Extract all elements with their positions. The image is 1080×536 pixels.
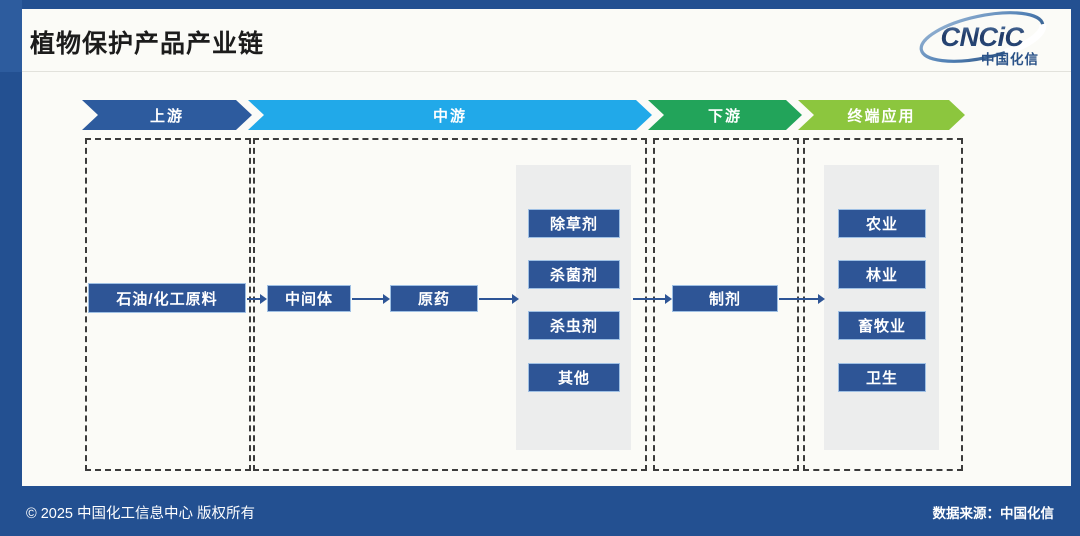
process-box-formulation[interactable]: 制剂 (672, 285, 778, 312)
arrow-shaft (479, 298, 512, 300)
product-type-box-1[interactable]: 杀菌剂 (528, 260, 620, 289)
product-type-box-0[interactable]: 除草剂 (528, 209, 620, 238)
header-band (22, 9, 1071, 72)
arrow-head-icon (818, 294, 825, 304)
process-box-label: 杀菌剂 (549, 267, 598, 284)
process-box-label: 原药 (417, 291, 450, 308)
arrow-head-icon (512, 294, 519, 304)
stage-banner-label: 中游 (432, 107, 467, 125)
application-box-2[interactable]: 畜牧业 (838, 311, 926, 340)
process-box-label: 其他 (557, 370, 590, 387)
application-box-3[interactable]: 卫生 (838, 363, 926, 392)
lane-upstream (85, 138, 251, 471)
stage-banner-label: 下游 (707, 107, 742, 125)
footer: © 2025 中国化工信息中心 版权所有 数据来源：中国化信 (0, 486, 1080, 536)
process-box-label: 卫生 (865, 370, 898, 387)
arrow-formulation-applications (779, 293, 825, 305)
stage-banner-downstream[interactable]: 下游 (648, 100, 802, 130)
corner-accent-block (0, 0, 22, 72)
cncic-logo: CNCiC 中国化信 (906, 10, 1058, 72)
product-type-box-3[interactable]: 其他 (528, 363, 620, 392)
process-box-label: 中间体 (284, 291, 333, 308)
stage-banner-label: 终端应用 (847, 107, 916, 125)
process-box-label: 林业 (865, 267, 898, 284)
arrow-products-formulation (633, 293, 672, 305)
process-box-label: 制剂 (708, 291, 741, 308)
arrow-head-icon (383, 294, 390, 304)
process-box-label: 农业 (865, 216, 898, 233)
svg-text:中国化信: 中国化信 (981, 51, 1039, 67)
arrow-shaft (633, 298, 665, 300)
process-box-label: 除草剂 (549, 216, 598, 233)
arrow-intermediate-technical (352, 293, 390, 305)
svg-text:CNCiC: CNCiC (941, 22, 1025, 52)
application-box-0[interactable]: 农业 (838, 209, 926, 238)
process-box-technical[interactable]: 原药 (390, 285, 478, 312)
stage-banner-midstream[interactable]: 中游 (248, 100, 652, 130)
arrow-head-icon (665, 294, 672, 304)
arrow-shaft (352, 298, 383, 300)
panel-formulation-types (516, 165, 631, 450)
stage-banner-label: 上游 (149, 107, 184, 125)
application-box-1[interactable]: 林业 (838, 260, 926, 289)
arrow-shaft (779, 298, 818, 300)
arrow-feedstock-intermediate (247, 293, 267, 305)
arrow-shaft (247, 298, 260, 300)
stage-banner-upstream[interactable]: 上游 (82, 100, 252, 130)
process-box-label: 石油/化工原料 (116, 290, 218, 308)
lane-downstream (653, 138, 799, 471)
process-box-label: 杀虫剂 (549, 318, 598, 335)
process-box-label: 畜牧业 (857, 318, 906, 335)
lane-enduse (803, 138, 963, 471)
stage-banner-enduse[interactable]: 终端应用 (798, 100, 965, 130)
footer-data-source: 数据来源：中国化信 (932, 506, 1055, 521)
process-box-feedstock[interactable]: 石油/化工原料 (88, 283, 246, 313)
panel-applications (824, 165, 939, 450)
footer-copyright: © 2025 中国化工信息中心 版权所有 (26, 506, 256, 522)
arrow-technical-products (479, 293, 519, 305)
page-title: 植物保护产品产业链 (30, 30, 265, 58)
product-type-box-2[interactable]: 杀虫剂 (528, 311, 620, 340)
process-box-intermediate[interactable]: 中间体 (267, 285, 351, 312)
lane-midstream (253, 138, 647, 471)
arrow-head-icon (260, 294, 267, 304)
